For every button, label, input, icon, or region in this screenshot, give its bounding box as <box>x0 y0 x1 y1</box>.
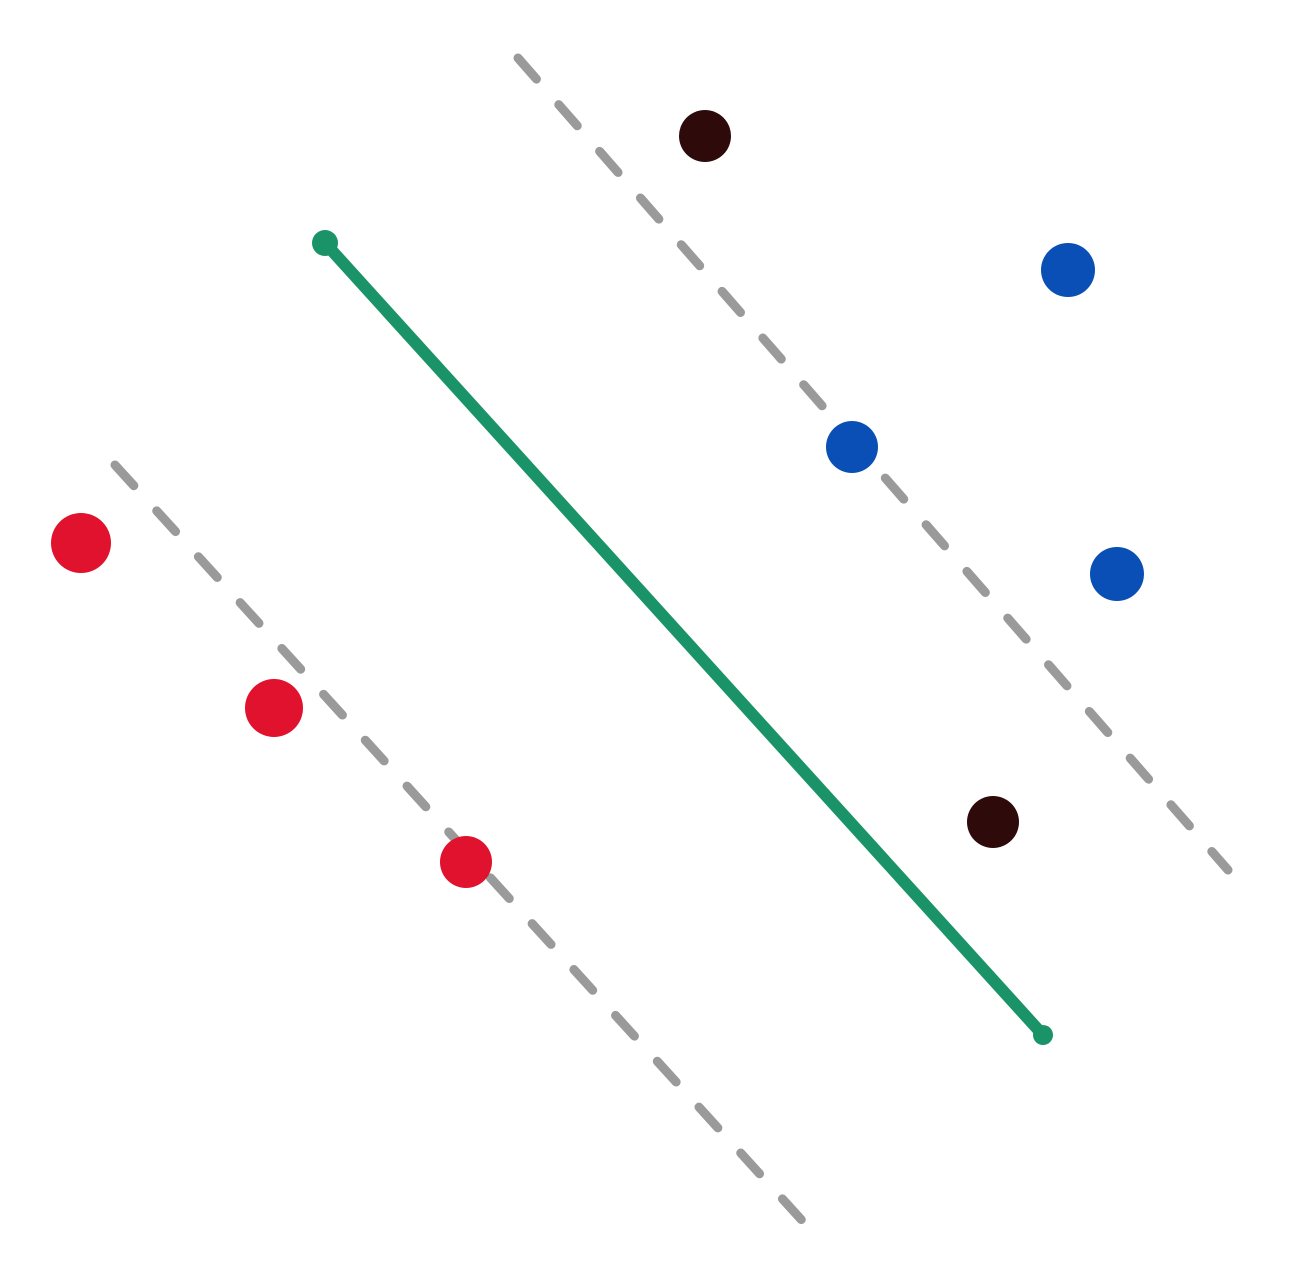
decision-boundary-line <box>319 237 1049 1041</box>
misclassified-point <box>679 110 731 162</box>
decision-boundary-start-cap <box>312 230 338 256</box>
misclassified-point <box>967 796 1019 848</box>
class-a-point <box>440 836 492 888</box>
class-b-point <box>826 421 878 473</box>
class-b-point <box>1090 547 1144 601</box>
upper-margin-line <box>513 53 1233 875</box>
decision-boundary-end-cap <box>1033 1025 1053 1045</box>
class-a-point <box>245 679 303 737</box>
class-b-point <box>1041 243 1095 297</box>
class-a-point <box>51 513 111 573</box>
